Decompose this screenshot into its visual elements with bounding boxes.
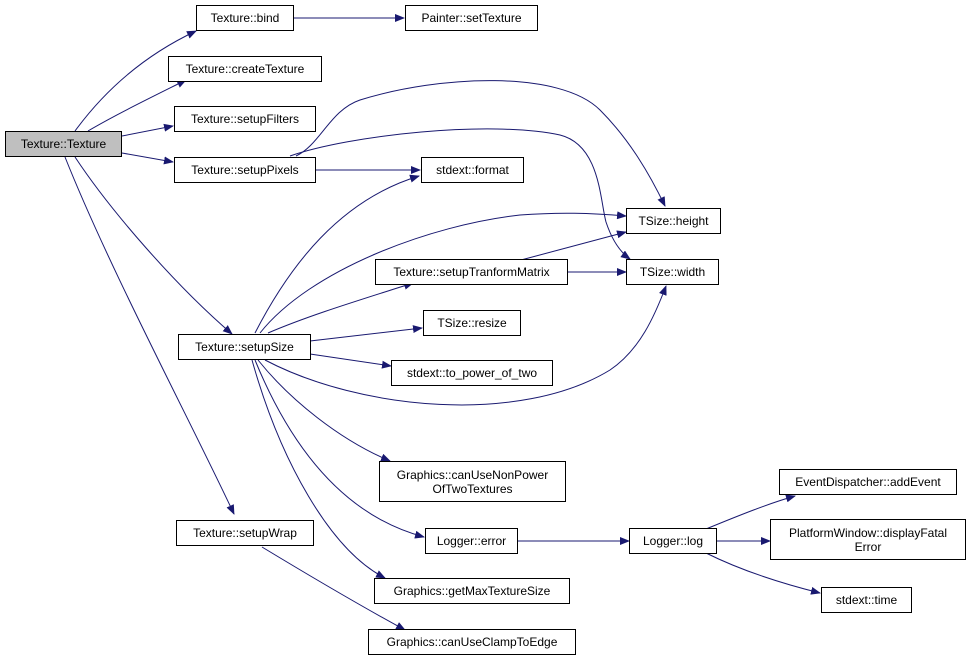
edge-setupsize-to-canusenonpower (257, 359, 391, 462)
node-stdext-time[interactable]: stdext::time (821, 587, 912, 613)
node-stdext-format[interactable]: stdext::format (421, 157, 524, 183)
node-graphics-getmaxtexturesize[interactable]: Graphics::getMaxTextureSize (374, 578, 570, 604)
node-texture-setuppixels[interactable]: Texture::setupPixels (174, 157, 316, 183)
node-texture-setupfilters[interactable]: Texture::setupFilters (174, 106, 316, 132)
edge-texture-to-setupsize (74, 156, 233, 335)
edge-setupsize-to-format (254, 174, 420, 334)
edge-setupsize-to-tranformmatrix (267, 281, 414, 334)
edge-setupsize-to-getmaxtexturesize (251, 359, 386, 579)
node-painter-settexture[interactable]: Painter::setTexture (405, 5, 538, 31)
edge-texture-to-setupwrap (64, 156, 235, 515)
edge-setupwrap-to-canuseclamptoedge (261, 546, 406, 631)
edge-texture-to-setuppixels (121, 152, 174, 165)
node-logger-error[interactable]: Logger::error (425, 528, 518, 554)
node-tsize-width[interactable]: TSize::width (626, 259, 719, 285)
node-graphics-canuseclamptoedge[interactable]: Graphics::canUseClampToEdge (368, 629, 576, 655)
node-logger-log[interactable]: Logger::log (629, 528, 717, 554)
node-eventdispatcher-addevent[interactable]: EventDispatcher::addEvent (779, 469, 957, 495)
node-tsize-resize[interactable]: TSize::resize (423, 310, 521, 336)
edge-setupsize-to-height (259, 211, 627, 334)
node-platformwindow-displayfatalerror[interactable]: PlatformWindow::displayFatal Error (770, 519, 966, 560)
node-texture-createtexture[interactable]: Texture::createTexture (168, 56, 322, 82)
edge-setupsize-to-to-power-of-two (309, 353, 392, 369)
node-texture-texture[interactable]: Texture::Texture (5, 131, 122, 157)
edge-texture-to-createtexture (87, 79, 187, 132)
node-tsize-height[interactable]: TSize::height (626, 208, 721, 234)
node-texture-setupsize[interactable]: Texture::setupSize (178, 334, 311, 360)
edge-setupsize-to-resize (309, 325, 423, 342)
node-texture-bind[interactable]: Texture::bind (196, 5, 294, 31)
edge-log-to-time (705, 552, 821, 595)
node-texture-setupwrap[interactable]: Texture::setupWrap (176, 520, 314, 546)
edge-log-to-addevent (705, 494, 796, 530)
node-texture-setuptranformmatrix[interactable]: Texture::setupTranformMatrix (375, 259, 568, 285)
node-stdext-to-power-of-two[interactable]: stdext::to_power_of_two (391, 360, 553, 386)
edge-texture-to-setupfilters (121, 123, 174, 137)
edge-tranformmatrix-to-height (520, 230, 627, 261)
edge-texture-to-bind (74, 30, 197, 132)
edge-setuppixels-to-height (295, 80, 666, 207)
edge-setuppixels-to-width (289, 128, 631, 260)
edge-setupsize-to-logger-error (254, 359, 425, 539)
edge-setupsize-to-width (264, 285, 667, 406)
node-graphics-canusenonpoweroftwotextures[interactable]: Graphics::canUseNonPower OfTwoTextures (379, 461, 566, 502)
